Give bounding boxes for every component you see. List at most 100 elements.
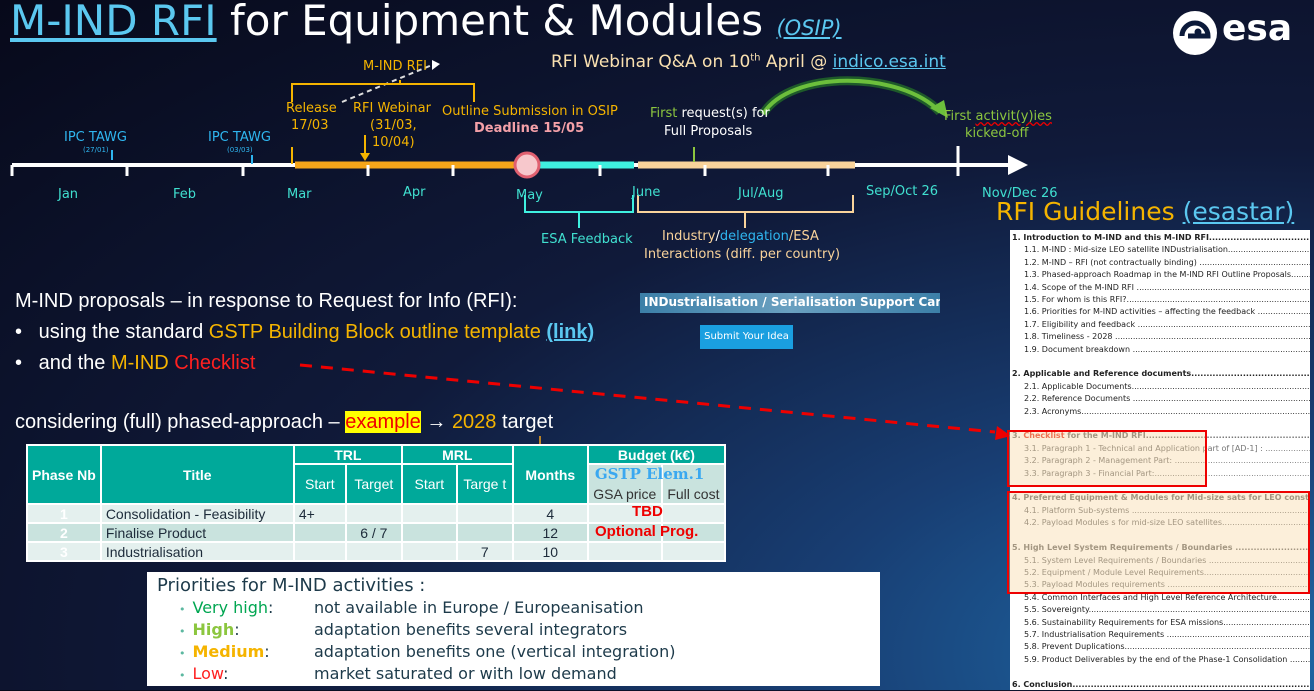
- budget-cell: [586, 522, 663, 543]
- kicked-off: kicked-off: [965, 126, 1029, 141]
- delegation-text: delegation: [719, 229, 789, 244]
- bullet-template-text: using the standard: [38, 321, 209, 343]
- toc-entry[interactable]: 5.1. System Level Requirements / Boundar…: [1024, 555, 1310, 565]
- title-rest: for Equipment & Modules: [216, 0, 777, 45]
- priorities-title: Priorities for M-IND activities :: [157, 575, 426, 596]
- gsa-price-label: GSA price: [593, 486, 657, 502]
- priority-level-text: Very high: [192, 598, 269, 617]
- toc-entry[interactable]: 1.4. Scope of the M-IND RFI ............…: [1024, 282, 1310, 292]
- toc-entry[interactable]: 5.8. Prevent Duplications...............…: [1024, 642, 1310, 652]
- mrl-start-cell: [400, 503, 458, 524]
- campaign-banner[interactable]: INDustrialisation / Serialisation Suppor…: [640, 293, 940, 313]
- priority-item: • Medium:adaptation benefits one (vertic…: [157, 642, 870, 664]
- toc-entry[interactable]: 1.1. M-IND : Mid-size LEO satellite INDu…: [1024, 245, 1310, 255]
- toc-entry[interactable]: 1.3. Phased-approach Roadmap in the M-IN…: [1024, 270, 1310, 280]
- esa-feedback-label: ESA Feedback: [541, 232, 633, 247]
- phase-table: Phase Nb Title TRL MRL Months Budget (k€…: [26, 444, 727, 562]
- checklist-text: Checklist: [174, 352, 256, 374]
- toc-entry[interactable]: 1.2. M-IND – RFI (not contractually bind…: [1024, 257, 1310, 267]
- budget-cell: [660, 541, 727, 562]
- priority-item: • Low: market saturated or with low deman…: [157, 664, 870, 686]
- full-proposals: Full Proposals: [664, 124, 753, 139]
- toc-entry[interactable]: 4.2. Payload Modules s for mid-size LEO …: [1024, 518, 1310, 528]
- toc-entry[interactable]: 5.4. Common Interfaces and High Level Re…: [1024, 592, 1310, 602]
- toc-entry[interactable]: 1.7. Eligibility and feedback ..........…: [1024, 319, 1310, 329]
- esa-logo: esa: [1172, 8, 1307, 56]
- gstp-template-text: GSTP Building Block outline template: [208, 321, 547, 343]
- th-title: Title: [99, 444, 295, 505]
- toc-entry[interactable]: 3.1. Paragraph 1 - Technical and Applica…: [1024, 443, 1310, 453]
- mind-rfi-brace: [291, 80, 475, 102]
- webinar-label: RFI Webinar: [353, 101, 431, 116]
- priority-level: • High:: [179, 620, 240, 639]
- outline-submission: Outline Submission in OSIP: [442, 104, 618, 119]
- month-mar: Mar: [287, 187, 312, 202]
- toc-entry[interactable]: 4.1. Platform Sub-systems ..............…: [1024, 505, 1310, 515]
- phased-approach-line: considering (full) phased-approach – exa…: [15, 411, 553, 434]
- toc-entry[interactable]: 2.2. Reference Documents ...............…: [1024, 394, 1310, 404]
- target-text: target: [496, 411, 554, 433]
- toc-entry[interactable]: 5.2. Equipment / Module Level Requiremen…: [1024, 567, 1310, 577]
- esastar-link[interactable]: (esastar): [1182, 197, 1295, 226]
- toc-entry[interactable]: 2.1. Applicable Documents...............…: [1024, 381, 1310, 391]
- toc-entry[interactable]: 1.6. Priorities for M-IND activities – a…: [1024, 307, 1310, 317]
- timeline: [10, 60, 1028, 228]
- tbd-label: TBD: [632, 503, 663, 520]
- toc-entry[interactable]: 4. Preferred Equipment & Modules for Mid…: [1012, 493, 1310, 503]
- toc-checklist: Checklist: [1023, 431, 1065, 441]
- toc-entry[interactable]: 1.5. For whom is this RFI?..............…: [1024, 295, 1310, 305]
- ipc-tawg-1: IPC TAWG: [64, 130, 127, 145]
- priority-level: • Low:: [179, 664, 229, 683]
- industry-label: Industry/delegation/ESA: [662, 229, 819, 244]
- months-cell: 10: [511, 541, 589, 562]
- first-activities: First activit(y)ies: [944, 109, 1052, 124]
- webinar-qa: RFI Webinar Q&A on 10th April @ indico.e…: [551, 52, 946, 72]
- month-may: May: [516, 188, 543, 203]
- toc-entry[interactable]: 2.3. Acronyms...........................…: [1024, 406, 1310, 416]
- toc-entry[interactable]: 5.3. Payload Modules requirements ......…: [1024, 580, 1310, 590]
- toc-entry[interactable]: 3. Checklist for the M-IND RFI..........…: [1012, 430, 1310, 442]
- budget-cell: [660, 503, 727, 524]
- toc-entry[interactable]: 1.8. Timeliness - 2028 .................…: [1024, 332, 1310, 342]
- toc-entry[interactable]: 3.3. Paragraph 3 - Financial Part:......…: [1024, 468, 1310, 478]
- th-trl-start: Start: [292, 463, 347, 505]
- month-novdec: Nov/Dec 26: [982, 186, 1058, 201]
- priority-desc: market saturated or with low demand: [314, 664, 617, 683]
- toc-entry[interactable]: 5. High Level System Requirements / Boun…: [1012, 543, 1310, 553]
- month-ticks: [10, 146, 960, 176]
- th-mrl: MRL: [400, 444, 514, 465]
- osip-link[interactable]: (OSIP): [776, 16, 842, 40]
- toc-entry[interactable]: 5.9. Product Deliverables by the end of …: [1024, 654, 1310, 664]
- requirements-highlight: [1007, 491, 1310, 594]
- toc-entry[interactable]: 1.9. Document breakdown ................…: [1024, 344, 1310, 354]
- th-full-cost: Full cost: [660, 463, 727, 505]
- toc-entry[interactable]: 3.2. Paragraph 2 - Management Part: ....…: [1024, 456, 1310, 466]
- month-june: June: [632, 185, 661, 200]
- rfi-guidelines-title: RFI Guidelines (esastar): [996, 197, 1294, 226]
- th-trl-target: Target: [344, 463, 403, 505]
- first-request-text: request(s) for: [677, 106, 770, 121]
- indico-link[interactable]: indico.esa.int: [832, 52, 946, 72]
- mrl-target-cell: [455, 522, 514, 543]
- toc-entry[interactable]: 2. Applicable and Reference documents...…: [1012, 369, 1310, 379]
- priority-item: • Very high:not available in Europe / Eu…: [157, 598, 870, 620]
- template-link[interactable]: (link): [546, 321, 595, 343]
- toc-entry[interactable]: 5.5. Sovereignty........................…: [1024, 605, 1310, 615]
- toc-entry[interactable]: 5.7. Industrialisation Requirements ....…: [1024, 629, 1310, 639]
- th-phase: Phase Nb: [26, 444, 102, 505]
- interactions-label: Interactions (diff. per country): [644, 247, 841, 262]
- toc-entry[interactable]: 5.6. Sustainability Requirements for ESA…: [1024, 617, 1310, 627]
- priority-desc: adaptation benefits one (vertical integr…: [314, 642, 676, 661]
- toc-entry[interactable]: 1. Introduction to M-IND and this M-IND …: [1012, 233, 1310, 242]
- kickoff-arrow: [759, 76, 944, 117]
- example-highlight: example: [345, 411, 421, 433]
- title-mind-rfi: M-IND RFI: [10, 0, 217, 45]
- first-activities-first: First: [944, 109, 976, 124]
- toc-entry[interactable]: 6. Conclusion...........................…: [1012, 679, 1310, 689]
- checklist-highlight: [1007, 430, 1207, 487]
- webinar-qa-text: RFI Webinar Q&A on 10: [551, 52, 751, 72]
- submit-idea-button[interactable]: Submit Your Idea: [700, 325, 793, 349]
- webinar-dates-2: 10/04): [372, 135, 415, 150]
